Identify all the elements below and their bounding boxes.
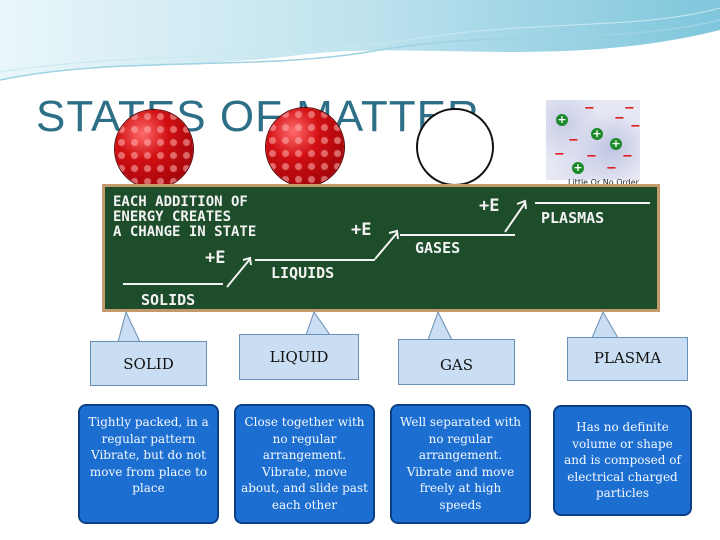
energy-label-3: +E	[479, 196, 500, 216]
gas-particles-image	[416, 108, 494, 186]
liquid-description: Close together with no regular arrangeme…	[234, 404, 375, 524]
chalkboard-intro: EACH ADDITION OF ENERGY CREATES A CHANGE…	[113, 194, 257, 240]
plasma-particles-image: − − + − − + − + − − − + −	[541, 100, 641, 180]
liquid-particles-image	[266, 108, 344, 186]
solid-description: Tightly packed, in a regular pattern Vib…	[78, 404, 219, 524]
gas-description: Well separated with no regular arrangeme…	[390, 404, 531, 524]
energy-label-2: +E	[351, 220, 372, 240]
level-liquids: LIQUIDS	[271, 264, 335, 282]
header-wave-decoration	[0, 0, 720, 81]
state-label-liquid: LIQUID	[239, 334, 359, 380]
energy-steps-diagram	[123, 199, 650, 288]
state-label-solid: SOLID	[90, 341, 207, 386]
state-label-gas: GAS	[398, 339, 515, 385]
plasma-image-caption: Little Or No Order	[568, 178, 639, 187]
level-plasmas: PLASMAS	[541, 209, 605, 227]
solid-particles-image	[115, 110, 193, 188]
energy-label-1: +E	[205, 248, 226, 268]
energy-chalkboard: EACH ADDITION OF ENERGY CREATES A CHANGE…	[102, 184, 660, 312]
callout-tails	[117, 310, 619, 343]
page-title: STATES OF MATTER	[36, 92, 480, 141]
level-gases: GASES	[415, 239, 461, 257]
level-solids: SOLIDS	[141, 291, 196, 309]
state-label-plasma: PLASMA	[567, 337, 688, 381]
plasma-description: Has no definite volume or shape and is c…	[553, 405, 692, 516]
